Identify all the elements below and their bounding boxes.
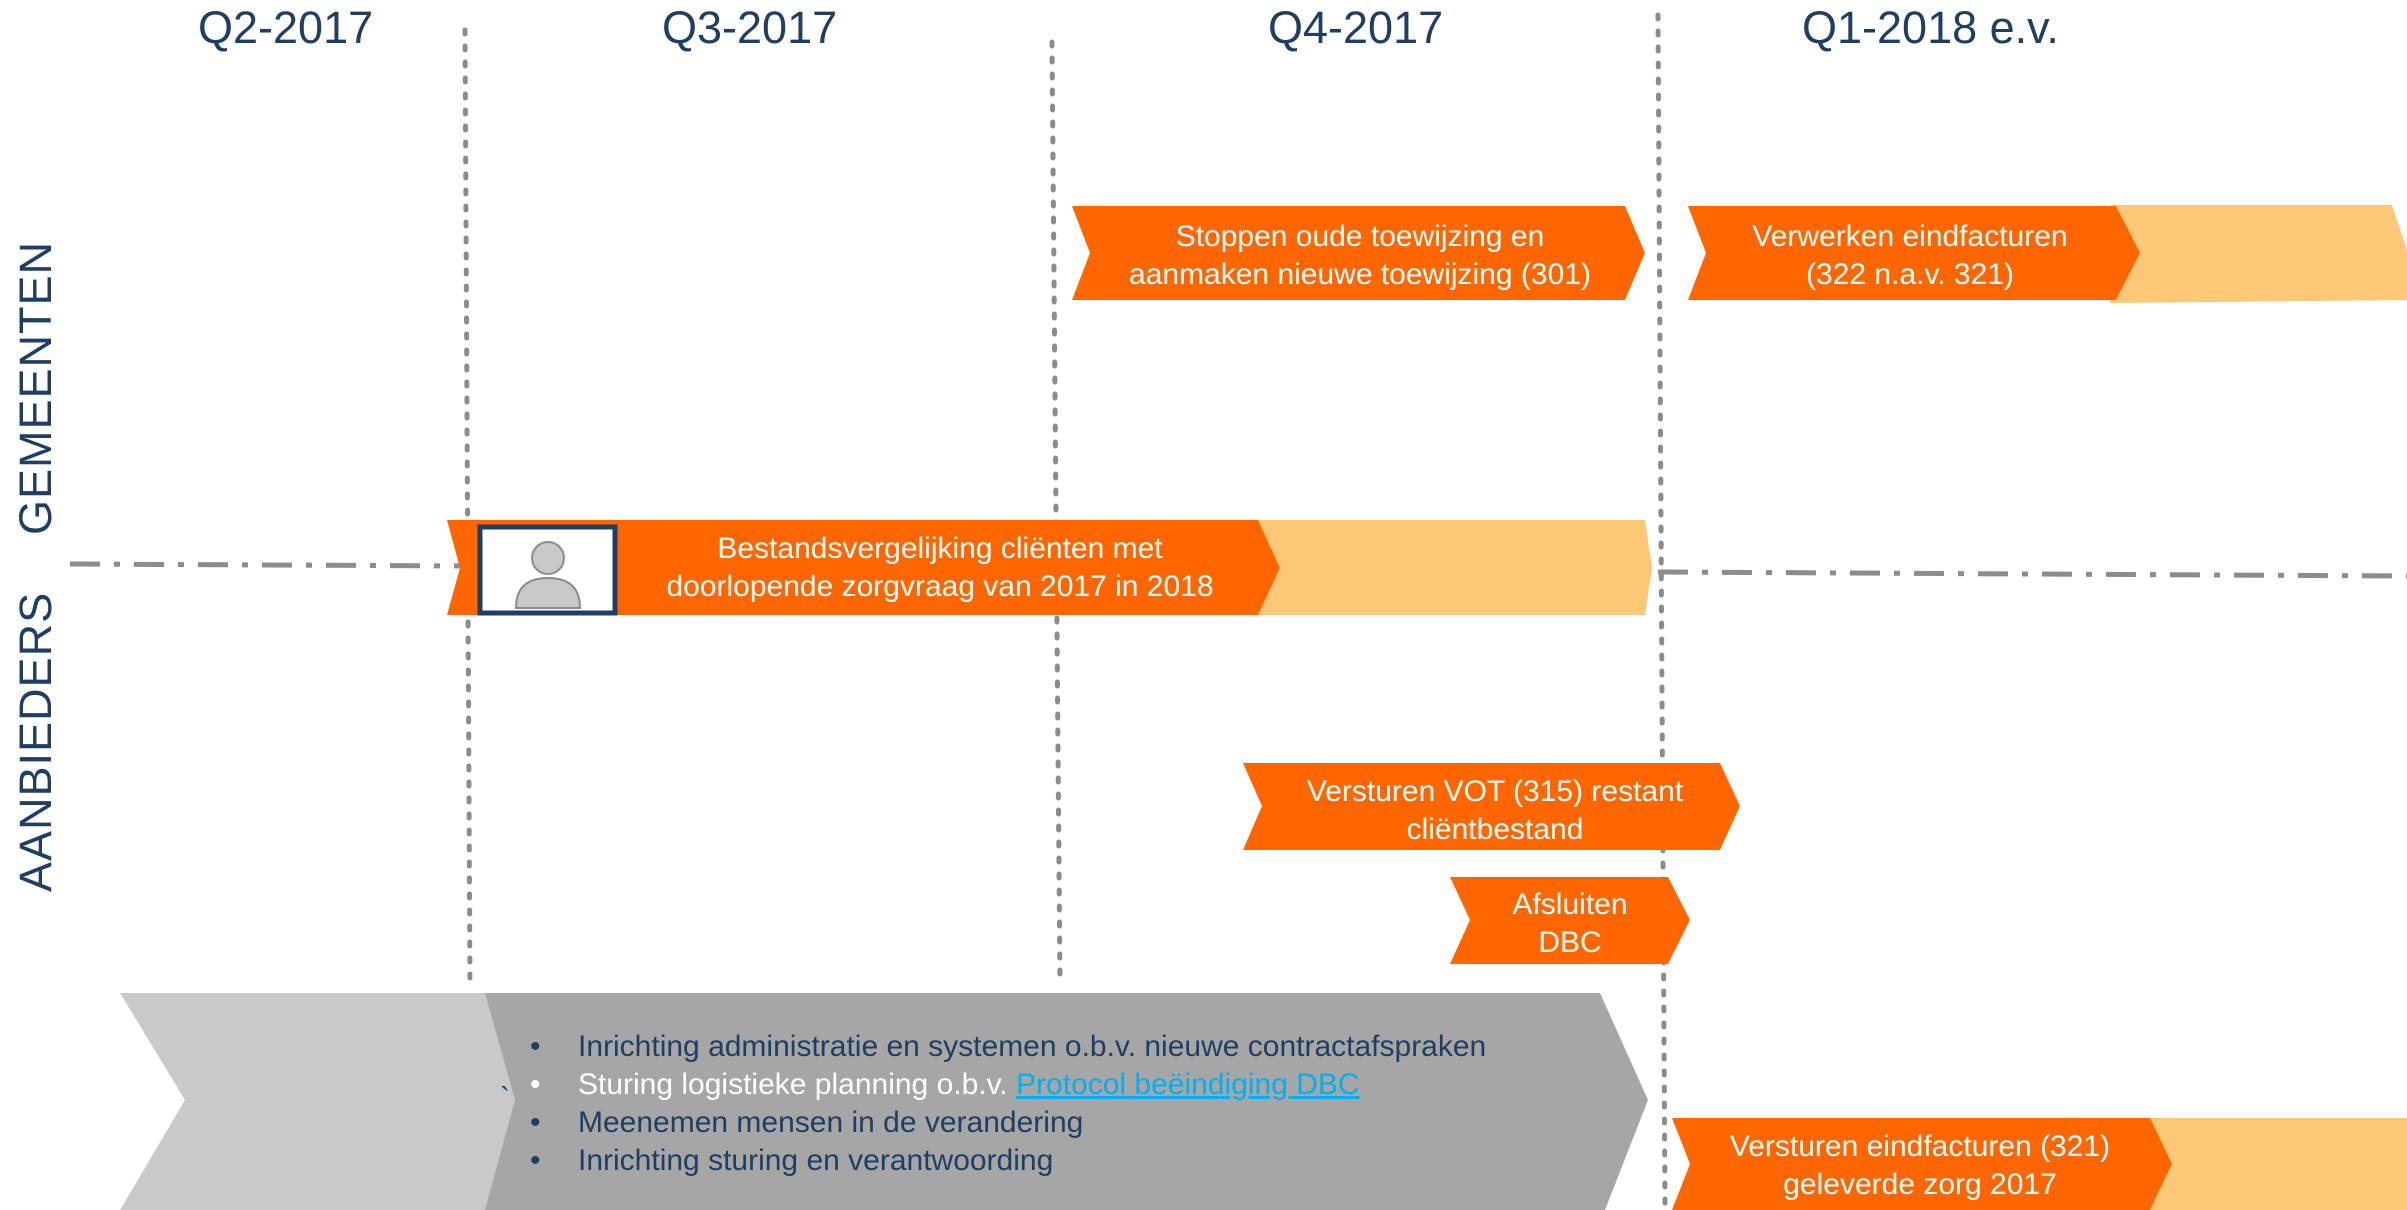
dbc-line-2: DBC [1538,926,1602,959]
vot-bar [1243,763,1740,850]
quarter-label-q1-2018: Q1-2018 e.v. [1802,2,2059,53]
bullet-item-3-text: Meenemen mensen in de verandering [578,1106,1084,1139]
vot-label: Versturen VOT (315) restant cliëntbestan… [1265,773,1725,849]
grey-chevron-light [120,993,530,1210]
eindfacturen-line-1: Versturen eindfacturen (321) [1729,1130,2111,1163]
protocol-link[interactable]: Protocol beëindiging DBC [1016,1068,1360,1101]
bullet-item-4: Inrichting sturing en verantwoording [530,1142,1486,1180]
bestandsvergelijking-line-1: Bestandsvergelijking cliënten met [717,532,1163,565]
bullet-item-4-text: Inrichting sturing en verantwoording [578,1144,1054,1177]
bullet-item-1: Inrichting administratie en systemen o.b… [530,1028,1486,1066]
quarter-label-q4-2017: Q4-2017 [1268,2,1444,53]
person-avatar-icon [477,524,618,616]
stoppen-bar [1072,206,1645,300]
bullet-item-1-text: Inrichting administratie en systemen o.b… [578,1030,1487,1063]
stoppen-label: Stoppen oude toewijzing en aanmaken nieu… [1100,218,1620,294]
bestandsvergelijking-line-2: doorlopende zorgvraag van 2017 in 2018 [666,570,1214,603]
divider-q3-q4 [1049,39,1063,988]
stray-mark: ` [500,1082,510,1115]
verwerken-bar [1688,206,2140,300]
quarter-label-q3-2017: Q3-2017 [662,2,838,53]
action-bullet-list: Inrichting administratie en systemen o.b… [530,1028,1486,1180]
eindfacturen-label: Versturen eindfacturen (321) geleverde z… [1690,1128,2150,1204]
verwerken-eindfacturen-tail [2110,205,2407,303]
bestandsvergelijking-tail [1240,520,1652,615]
stoppen-line-2: aanmaken nieuwe toewijzing (301) [1129,258,1591,291]
verwerken-line-1: Verwerken eindfacturen [1752,220,2068,253]
bestandsvergelijking-bar [447,520,1280,615]
quarter-dividers [462,12,1668,1208]
verwerken-line-2: (322 n.a.v. 321) [1806,258,2014,291]
quarter-label-q2-2017: Q2-2017 [198,2,374,53]
dbc-bar [1450,877,1690,964]
eindfacturen-bar [1672,1118,2172,1210]
dbc-line-1: Afsluiten [1512,888,1628,921]
bullet-item-3: Meenemen mensen in de verandering [530,1104,1486,1142]
row-label-aanbieders: AANBIEDERS [10,591,61,892]
stoppen-line-1: Stoppen oude toewijzing en [1175,220,1545,253]
vot-line-1: Versturen VOT (315) restant [1306,775,1684,808]
row-divider [69,561,2407,579]
divider-q4-q1 [1655,12,1668,1208]
row-label-gemeenten: GEMEENTEN [10,240,61,535]
bullet-item-2: Sturing logistieke planning o.b.v. Proto… [530,1066,1486,1104]
verwerken-label: Verwerken eindfacturen (322 n.a.v. 321) [1700,218,2120,294]
dbc-label: Afsluiten DBC [1470,886,1670,962]
divider-q2-q3 [462,27,473,988]
vot-line-2: cliëntbestand [1406,813,1584,846]
bullet-item-2-text: Sturing logistieke planning o.b.v. [578,1068,1017,1101]
versturen-eindfacturen-tail [2140,1118,2407,1210]
bestandsvergelijking-label: Bestandsvergelijking cliënten met doorlo… [620,530,1260,606]
eindfacturen-line-2: geleverde zorg 2017 [1783,1168,2057,1201]
